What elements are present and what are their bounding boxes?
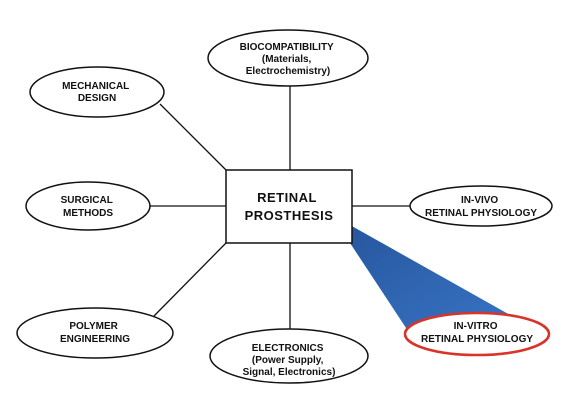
- node-electronics-label: ELECTRONICS (Power Supply, Signal, Elect…: [243, 343, 336, 378]
- node-polymer-engineering: POLYMER ENGINEERING: [16, 307, 174, 359]
- node-in-vitro-retinal-physiology: IN-VITRO RETINAL PHYSIOLOGY: [403, 311, 551, 357]
- center-retinal-prosthesis: RETINAL PROSTHESIS: [225, 169, 353, 244]
- node-in-vitro-label: IN-VITRO RETINAL PHYSIOLOGY: [421, 321, 533, 345]
- node-biocompatibility: BIOCOMPATIBILITY (Materials, Electrochem…: [207, 29, 369, 87]
- highlight-beam: [350, 225, 544, 334]
- node-in-vivo-label: IN-VIVO RETINAL PHYSIOLOGY: [425, 195, 537, 219]
- node-biocompatibility-label: BIOCOMPATIBILITY (Materials, Electrochem…: [240, 42, 337, 77]
- node-in-vivo-retinal-physiology: IN-VIVO RETINAL PHYSIOLOGY: [409, 185, 553, 227]
- connector-polymer: [153, 242, 227, 317]
- node-surgical-methods: SURGICAL METHODS: [25, 181, 151, 231]
- center-label: RETINAL PROSTHESIS: [245, 190, 334, 223]
- node-electronics: ELECTRONICS (Power Supply, Signal, Elect…: [209, 328, 369, 384]
- node-mechanical-design: MECHANICAL DESIGN: [29, 66, 165, 118]
- connector-mechanical: [159, 103, 227, 171]
- node-surgical-methods-label: SURGICAL METHODS: [61, 195, 116, 219]
- node-polymer-engineering-label: POLYMER ENGINEERING: [60, 321, 130, 345]
- node-mechanical-design-label: MECHANICAL DESIGN: [62, 81, 132, 104]
